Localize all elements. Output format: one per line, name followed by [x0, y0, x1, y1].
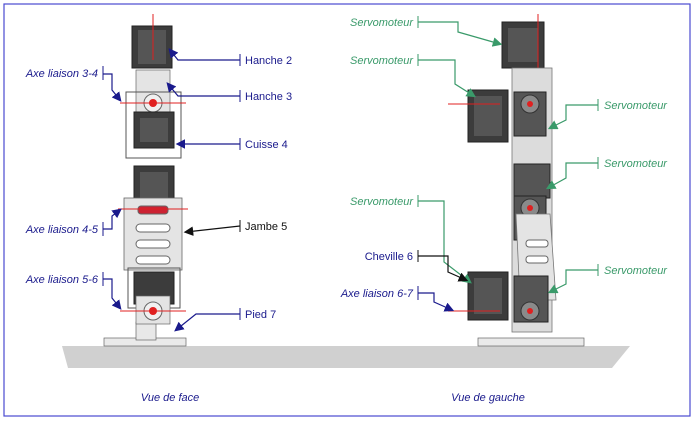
label-cheville-6: Cheville 6 [365, 251, 413, 263]
caption-vue-de-gauche: Vue de gauche [451, 392, 525, 404]
label-axe-liaison-5-6: Axe liaison 5-6 [25, 274, 99, 286]
label-axe-liaison-4-5: Axe liaison 4-5 [25, 224, 99, 236]
left-view-robot [448, 14, 585, 347]
outer-frame [3, 3, 691, 417]
label-servomoteur-5: Servomoteur [350, 196, 414, 208]
label-axe-liaison-3-4: Axe liaison 3-4 [25, 68, 98, 80]
label-axe-liaison-6-7: Axe liaison 6-7 [340, 288, 414, 300]
label-servomoteur-2: Servomoteur [350, 55, 414, 67]
front-view-robot [103, 14, 188, 347]
label-servomoteur-1: Servomoteur [350, 17, 414, 29]
label-servomoteur-4: Servomoteur [604, 158, 668, 170]
label-servomoteur-3: Servomoteur [604, 100, 668, 112]
label-hanche-2: Hanche 2 [245, 55, 292, 67]
caption-vue-de-face: Vue de face [141, 392, 200, 404]
label-cuisse-4: Cuisse 4 [245, 139, 288, 151]
ground-front [62, 346, 630, 368]
label-jambe-5: Jambe 5 [245, 221, 287, 233]
front-leaders [102, 48, 241, 332]
label-hanche-3: Hanche 3 [245, 91, 292, 103]
left-leaders [417, 16, 599, 312]
label-servomoteur-6: Servomoteur [604, 265, 668, 277]
label-pied-7: Pied 7 [245, 309, 276, 321]
